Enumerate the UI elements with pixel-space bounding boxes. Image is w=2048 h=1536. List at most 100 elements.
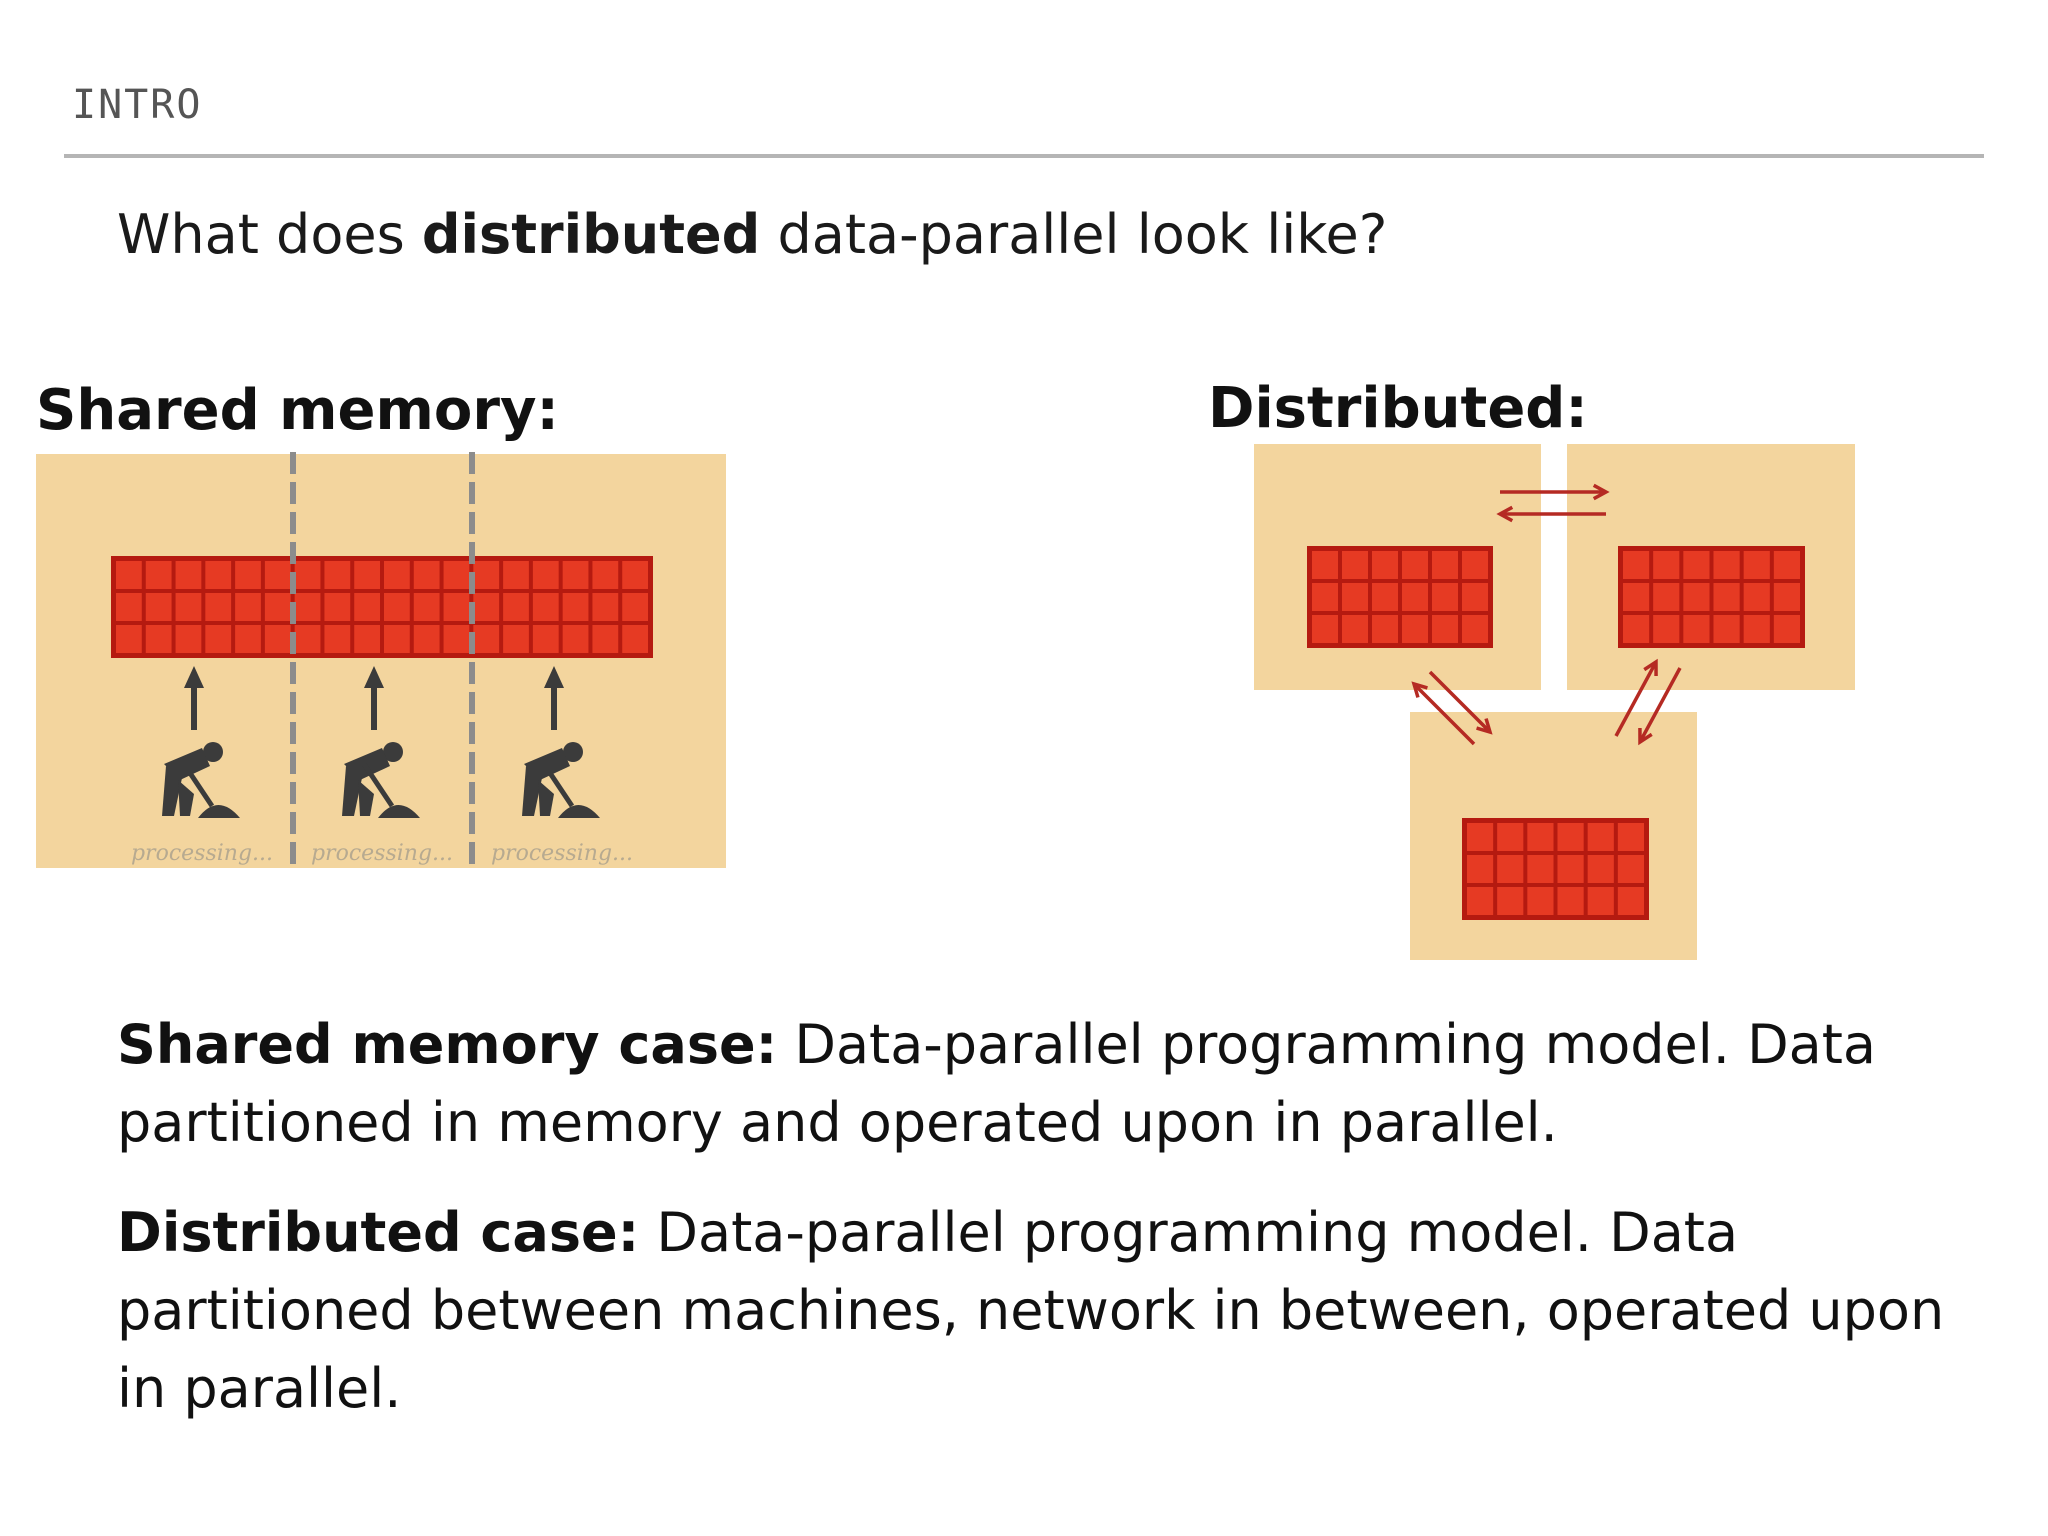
data-cell: [592, 561, 619, 589]
data-cell: [443, 593, 470, 621]
data-cell: [1773, 551, 1800, 579]
data-cell: [1713, 615, 1740, 643]
data-cell: [235, 625, 261, 653]
data-cell: [324, 593, 351, 621]
data-cell: [1312, 583, 1338, 611]
shared-memory-case-text: Data-parallel programming model. Data pa…: [117, 1013, 1877, 1154]
data-cell: [1683, 583, 1710, 611]
data-cell: [1587, 887, 1614, 915]
data-cell: [324, 561, 351, 589]
digging-worker-icon: [522, 742, 600, 818]
distributed-case-text: Data-parallel programming model. Data pa…: [117, 1201, 1945, 1420]
data-cell: [1743, 615, 1770, 643]
data-cell: [592, 625, 619, 653]
data-cell: [294, 625, 321, 653]
data-cell: [354, 561, 380, 589]
data-cell: [1713, 551, 1740, 579]
data-cell: [264, 625, 291, 653]
data-cell: [1342, 551, 1368, 579]
worker-group: processing...: [131, 666, 273, 866]
processing-caption: processing...: [311, 841, 453, 866]
data-cell: [384, 625, 410, 653]
section-label: INTRO: [72, 82, 203, 128]
distributed-diagram: [1254, 444, 1855, 960]
data-cell: [562, 561, 589, 589]
shared-data-array: [111, 556, 653, 658]
data-cell: [354, 593, 380, 621]
data-cell: [235, 561, 261, 589]
data-cell: [1432, 583, 1458, 611]
shared-memory-diagram: processing... processing... processing...: [36, 452, 726, 870]
data-cell: [294, 561, 321, 589]
data-cell: [1497, 855, 1524, 883]
slide-question: What does distributed data-parallel look…: [117, 203, 1387, 266]
data-cell: [1623, 551, 1650, 579]
data-cell: [503, 561, 529, 589]
digging-worker-icon: [342, 742, 420, 818]
question-prefix: What does: [117, 203, 405, 266]
data-cell: [1312, 551, 1338, 579]
data-cell: [1497, 823, 1524, 851]
distributed-description: Distributed case: Data-parallel programm…: [117, 1194, 1997, 1428]
data-cell: [1312, 615, 1338, 643]
data-cell: [1462, 615, 1488, 643]
distributed-title: Distributed:: [1208, 376, 1588, 441]
data-cell: [413, 593, 440, 621]
data-cell: [1773, 583, 1800, 611]
shared-memory-panel: [36, 454, 726, 868]
data-cell: [116, 593, 142, 621]
data-cell: [1342, 583, 1368, 611]
data-cell: [443, 625, 470, 653]
processing-caption: processing...: [491, 841, 633, 866]
data-cell: [1743, 551, 1770, 579]
arrowhead-icon: [184, 666, 204, 688]
data-cell: [413, 625, 440, 653]
data-cell: [1402, 551, 1428, 579]
data-cell: [1462, 583, 1488, 611]
question-emphasis: distributed: [421, 203, 761, 266]
data-cell: [354, 625, 380, 653]
shared-memory-case-label: Shared memory case:: [117, 1013, 778, 1076]
data-cell: [1467, 855, 1494, 883]
data-cell: [1587, 855, 1614, 883]
data-cell: [532, 593, 559, 621]
network-arrow-icon: [1496, 505, 1606, 523]
data-cell: [1683, 615, 1710, 643]
worker-group: processing...: [311, 666, 453, 866]
machine-data-array: [1307, 546, 1493, 648]
data-cell: [384, 593, 410, 621]
data-cell: [1372, 583, 1398, 611]
data-cell: [175, 561, 202, 589]
data-cell: [116, 625, 142, 653]
header-divider: [64, 154, 1984, 158]
data-cell: [503, 593, 529, 621]
data-cell: [235, 593, 261, 621]
data-cell: [1557, 887, 1584, 915]
data-cell: [1467, 887, 1494, 915]
data-cell: [1372, 551, 1398, 579]
data-cell: [205, 625, 232, 653]
data-cell: [1617, 823, 1644, 851]
data-cell: [562, 625, 589, 653]
data-cell: [473, 593, 500, 621]
data-cell: [532, 561, 559, 589]
network-arrow-icon: [1500, 483, 1610, 501]
data-cell: [413, 561, 440, 589]
data-cell: [1342, 615, 1368, 643]
data-cell: [1623, 583, 1650, 611]
distributed-case-label: Distributed case:: [117, 1201, 640, 1264]
network-arrow-icon: [1638, 667, 1682, 746]
data-cell: [145, 625, 172, 653]
data-cell: [1683, 551, 1710, 579]
data-cell: [1432, 615, 1458, 643]
data-cell: [116, 561, 142, 589]
data-cell: [1432, 551, 1458, 579]
data-cell: [622, 561, 648, 589]
data-cell: [1743, 583, 1770, 611]
arrowhead-icon: [544, 666, 564, 688]
data-cell: [592, 593, 619, 621]
data-cell: [1527, 887, 1554, 915]
data-cell: [264, 561, 291, 589]
processing-caption: processing...: [131, 841, 273, 866]
data-cell: [1402, 583, 1428, 611]
